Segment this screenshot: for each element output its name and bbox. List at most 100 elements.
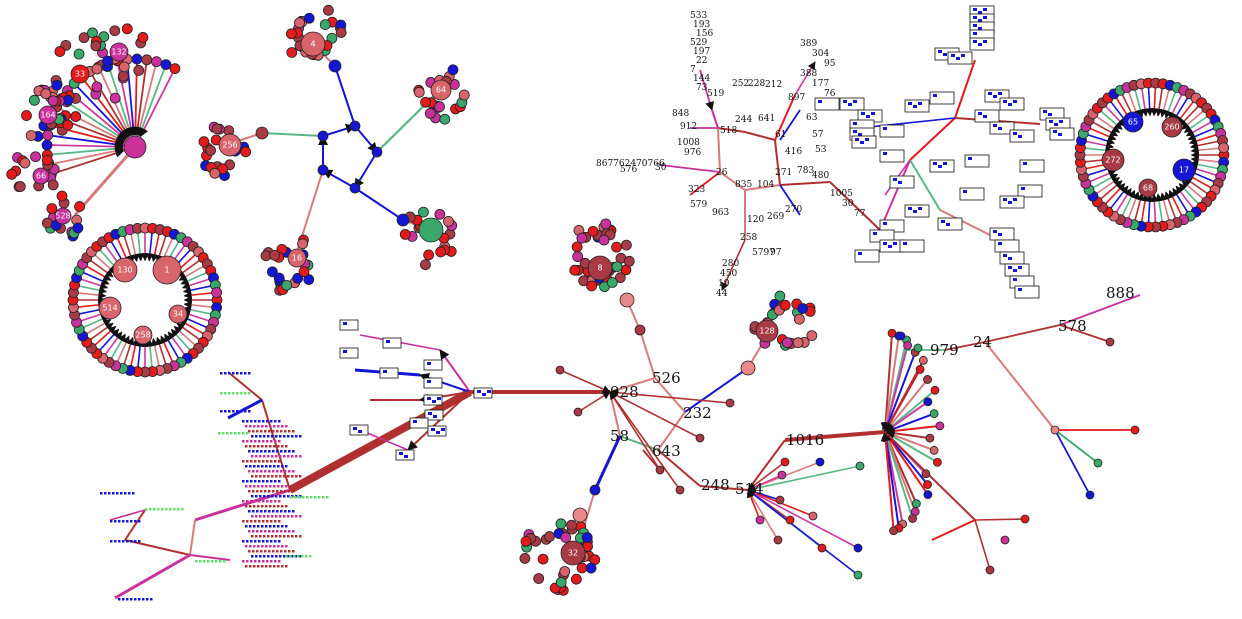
dash-mark: [236, 392, 239, 395]
cluster-node: [137, 32, 149, 43]
box-mark: [961, 54, 965, 57]
ring-edge: [1085, 125, 1117, 141]
leaf-node: [655, 465, 665, 475]
tree-edge: [124, 509, 146, 541]
dash-mark: [326, 496, 329, 499]
dash-mark: [281, 425, 284, 428]
dash-mark: [138, 540, 141, 543]
box-mark: [983, 40, 987, 43]
leaf-node: [921, 469, 931, 479]
dash-mark: [254, 440, 257, 443]
dash-mark: [275, 435, 278, 438]
hub-node: [152, 255, 182, 285]
dash-mark: [259, 435, 262, 438]
dash-mark: [273, 505, 276, 508]
dash-mark: [262, 480, 265, 483]
cluster-node: [47, 95, 59, 107]
dash-mark: [211, 560, 214, 563]
dash-mark: [261, 425, 264, 428]
cluster-node: [559, 566, 571, 577]
ring-edge: [1164, 87, 1178, 119]
arm-edge: [261, 132, 324, 137]
box-mark: [893, 178, 897, 181]
dash-mark: [280, 470, 283, 473]
dash-mark: [268, 510, 271, 513]
cluster-node: [439, 113, 451, 125]
dash-mark: [222, 432, 225, 435]
cluster-node: [90, 40, 102, 52]
box-mark: [1059, 120, 1063, 123]
small-node-label: 1005: [830, 189, 853, 199]
tree-edge: [288, 388, 472, 494]
dash-mark: [124, 492, 127, 495]
hub-node: [1172, 158, 1196, 182]
dash-mark: [268, 450, 271, 453]
dash-mark: [271, 535, 274, 538]
small-node-label: 416: [785, 147, 802, 157]
dash-mark: [287, 455, 290, 458]
dash-mark: [253, 545, 256, 548]
boxed-node: [964, 154, 990, 168]
box-mark: [1018, 135, 1022, 138]
dash-mark: [228, 372, 231, 375]
dash-mark: [261, 445, 264, 448]
dash-mark: [232, 392, 235, 395]
dash-mark: [274, 480, 277, 483]
cluster-node: [614, 272, 626, 284]
leaf-node: [923, 480, 932, 489]
dash-mark: [251, 475, 254, 478]
box-mark: [893, 242, 897, 245]
cluster-node: [424, 108, 436, 119]
dash-mark: [245, 425, 248, 428]
dash-mark: [242, 440, 245, 443]
small-node-label: 519: [707, 89, 724, 99]
fan-edge: [883, 351, 917, 433]
small-node-label: 19: [718, 279, 730, 289]
dash-mark: [126, 540, 129, 543]
dash-mark: [259, 475, 262, 478]
tree-edge: [439, 349, 471, 393]
small-node-label: 104: [757, 180, 774, 190]
dash-mark: [228, 392, 231, 395]
tree-edge: [779, 109, 801, 141]
dash-mark: [269, 425, 272, 428]
dash-mark: [278, 420, 281, 423]
box-mark: [978, 19, 982, 22]
box-mark: [860, 141, 864, 144]
dash-mark: [258, 440, 261, 443]
dash-mark: [242, 460, 245, 463]
dash-mark: [309, 555, 312, 558]
tree-edge: [657, 449, 701, 487]
box-mark: [973, 8, 977, 11]
hub-label: 528: [55, 212, 70, 221]
fan-edge: [47, 142, 124, 152]
dash-mark: [267, 555, 270, 558]
box-mark: [938, 165, 942, 168]
tree-edge: [654, 377, 686, 413]
hub-node: [54, 207, 72, 225]
box-mark: [818, 100, 822, 103]
dash-mark: [242, 480, 245, 483]
box-mark: [1053, 130, 1057, 133]
small-node-label: 304: [812, 49, 829, 59]
cluster-node: [133, 65, 145, 76]
dash-mark: [262, 500, 265, 503]
small-node-label: 22: [696, 56, 707, 66]
tree-edge: [984, 324, 1061, 343]
dash-mark: [248, 550, 251, 553]
small-node-label: 963: [712, 208, 729, 218]
cluster-node: [585, 562, 597, 574]
dash-mark: [299, 455, 302, 458]
hub-node: [218, 133, 242, 157]
dash-mark: [250, 500, 253, 503]
small-node-label: 269: [767, 212, 784, 222]
cluster-node: [41, 154, 53, 166]
hub-label: 64: [436, 86, 446, 95]
box-mark: [1003, 198, 1007, 201]
box-mark: [918, 207, 922, 210]
tree-edge: [784, 430, 886, 442]
dash-mark: [275, 475, 278, 478]
cluster-node: [774, 290, 786, 302]
dash-mark: [285, 425, 288, 428]
leaf-node: [923, 375, 932, 384]
